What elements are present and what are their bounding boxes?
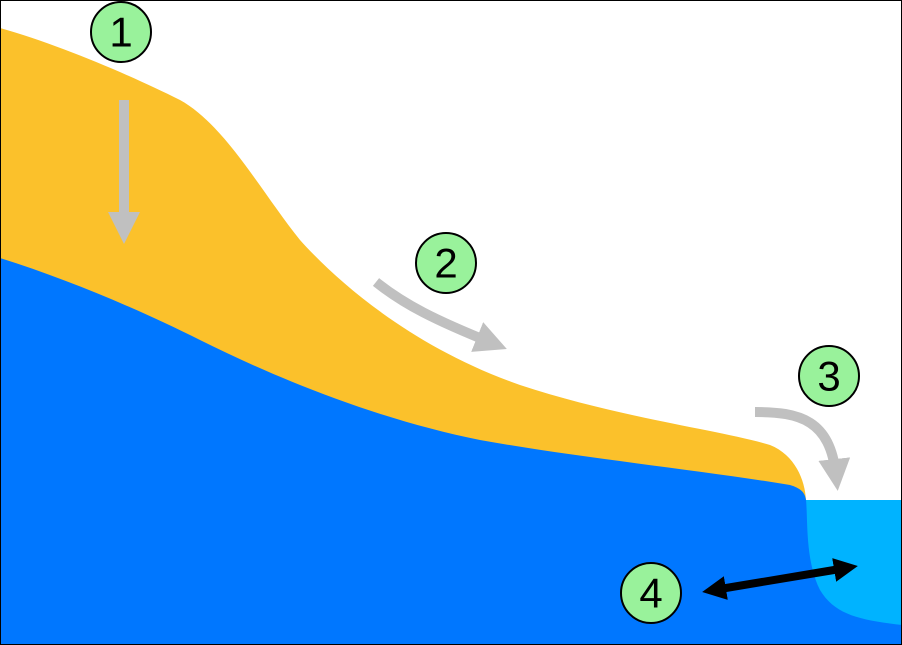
marker-1-badge: 1	[90, 1, 152, 63]
marker-4-badge: 4	[620, 562, 682, 624]
lower-saturated-layer	[0, 258, 902, 645]
gray-curved-down-arrow	[754, 407, 851, 491]
marker-4-label: 4	[639, 570, 662, 617]
marker-1-label: 1	[109, 9, 132, 56]
marker-3-badge: 3	[798, 345, 860, 407]
marker-2-label: 2	[434, 240, 457, 287]
marker-3-label: 3	[817, 353, 840, 400]
marker-2-badge: 2	[415, 232, 477, 294]
black-double-headed-arrow	[702, 558, 858, 600]
gray-curved-arrow	[372, 278, 507, 352]
